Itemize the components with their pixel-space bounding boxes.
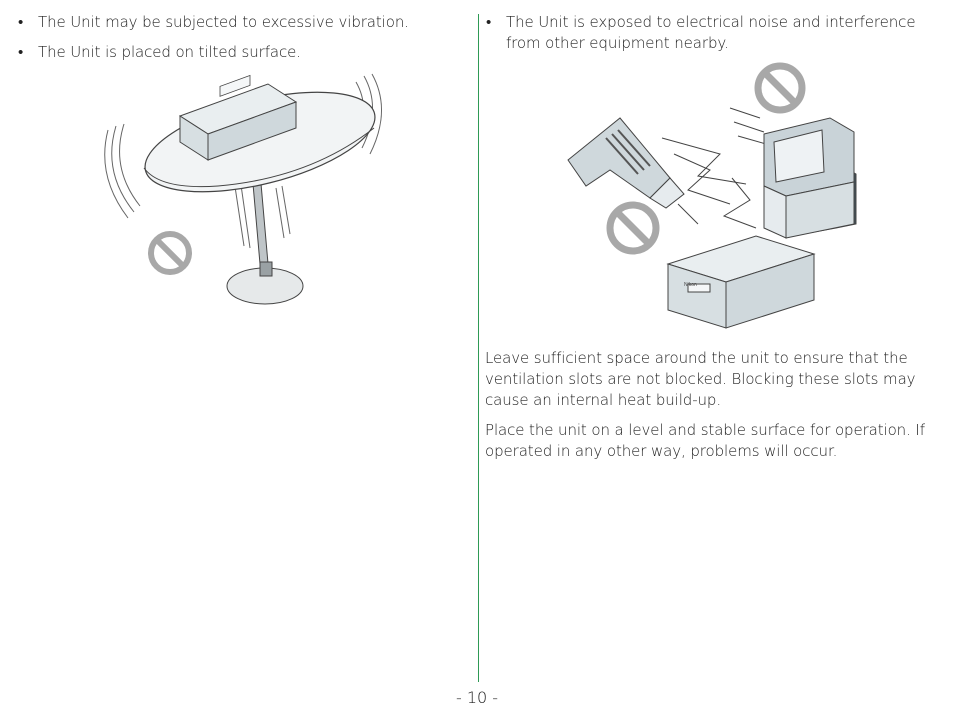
- left-bullet-list: The Unit may be subjected to excessive v…: [16, 12, 456, 63]
- scanner-unit-illustration: [666, 235, 816, 329]
- power-drill-illustration: [567, 117, 699, 225]
- prohibition-icon: [148, 231, 192, 275]
- bullet-tilted-surface: The Unit is placed on tilted surface.: [16, 42, 456, 63]
- left-column: The Unit may be subjected to excessive v…: [16, 12, 456, 72]
- computer-illustration: [763, 117, 857, 239]
- prohibition-icon: [606, 201, 660, 255]
- right-column: The Unit is exposed to electrical noise …: [484, 12, 944, 63]
- prohibition-icon: [754, 62, 806, 114]
- bullet-vibration: The Unit may be subjected to excessive v…: [16, 12, 456, 33]
- level-surface-paragraph: Place the unit on a level and stable sur…: [485, 421, 925, 460]
- ventilation-paragraph: Leave sufficient space around the unit t…: [485, 349, 916, 409]
- brand-mark: Nikon: [684, 282, 697, 288]
- electrical-noise-illustration: Nikon: [567, 62, 857, 329]
- vibrating-table-illustration: [104, 73, 382, 305]
- interference-lightning-icon: [661, 107, 767, 229]
- page-number: - 10 -: [455, 688, 499, 707]
- right-bullet-list: The Unit is exposed to electrical noise …: [484, 12, 944, 54]
- scanner-unit-illustration: [178, 74, 298, 161]
- bullet-electrical-noise: The Unit is exposed to electrical noise …: [484, 12, 944, 54]
- column-divider: [478, 14, 479, 682]
